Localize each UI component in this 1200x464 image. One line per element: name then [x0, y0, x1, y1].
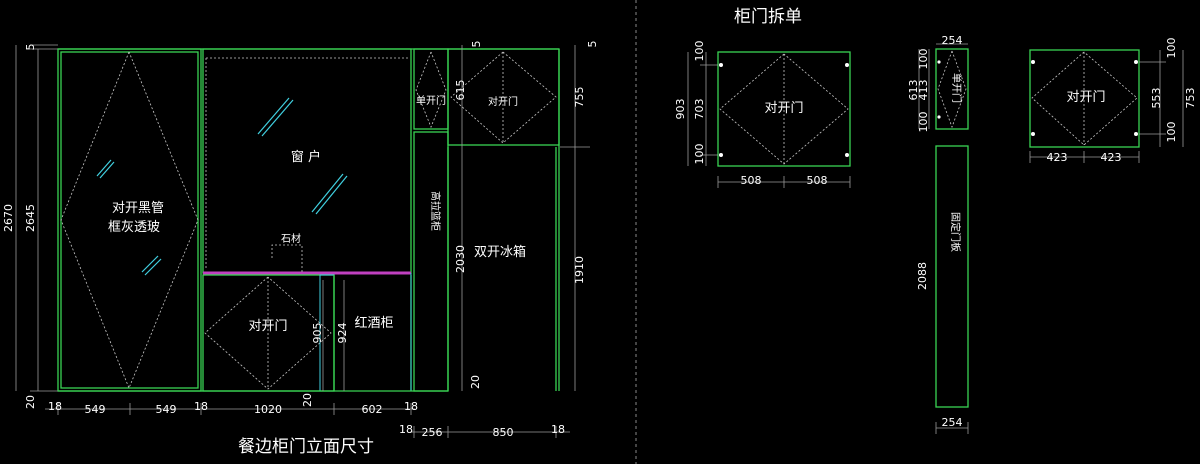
panel3-fixed-panel — [935, 145, 969, 408]
dim-top-gap-right: 5 — [586, 41, 599, 48]
panel4-label: 对开门 — [1066, 90, 1105, 105]
tall-pullout-label: 高拉篮柜 — [429, 191, 442, 231]
panel2-label: 单开门 — [950, 73, 963, 103]
glass-door-label-2: 框灰透玻 — [108, 220, 160, 235]
dim-top-gap-left: 5 — [24, 44, 37, 51]
lower-double-door-label: 对开门 — [248, 319, 287, 334]
dim-w-1020: 1020 — [254, 403, 282, 416]
stone-label: 石材 — [281, 232, 301, 245]
panel2-hinges — [937, 60, 941, 119]
panel3-h: 2088 — [916, 262, 929, 290]
upper-double-door-label: 对开门 — [488, 95, 518, 108]
panel2-h-top: 100 — [917, 49, 930, 70]
dim-w-18b: 18 — [194, 400, 208, 413]
dim-h-1910: 1910 — [573, 256, 586, 284]
panel3-w-bottom: 254 — [942, 416, 963, 429]
panel1-w-right: 508 — [807, 174, 828, 187]
panel1-hinges — [719, 63, 849, 157]
fridge-label: 双开冰箱 — [474, 244, 526, 260]
dim-w-549b: 549 — [156, 403, 177, 416]
panel4-dim-lines — [1029, 50, 1184, 163]
dim-w2-18b: 18 — [551, 423, 565, 436]
panel1-dim-lines — [687, 52, 851, 188]
dim-w-20: 20 — [301, 393, 314, 407]
panel2-w-top: 254 — [942, 34, 963, 47]
panel3-label: 固定门板 — [949, 212, 962, 252]
single-door — [413, 48, 449, 130]
glass-hatch — [96, 97, 348, 276]
breakdown-title: 柜门拆单 — [734, 7, 802, 27]
panel4-h-total: 753 — [1184, 88, 1197, 109]
panel1-door — [717, 51, 851, 167]
panel4-h-top: 100 — [1165, 38, 1178, 59]
panel1-w-left: 508 — [741, 174, 762, 187]
panel2-h-mid: 413 — [917, 80, 930, 101]
dim-left-total: 2670 — [2, 204, 15, 232]
elevation-drawing: 对开黑管 框灰透玻 窗 户 石材 对开门 红酒柜 单开门 对开门 高拉篮柜 双开… — [2, 41, 599, 458]
dim-w2-850: 850 — [493, 426, 514, 439]
dim-top-gap-mid: 5 — [470, 41, 483, 48]
panel2-h-total: 613 — [907, 80, 920, 101]
breakdown-drawing: 柜门拆单 对开门 903 703 100 100 508 508 — [674, 7, 1197, 434]
lower-door-opening-mark — [204, 276, 332, 390]
dim-h-924: 924 — [336, 323, 349, 344]
glass-door-opening-mark — [60, 51, 199, 390]
glass-door-label-1: 对开黑管 — [112, 201, 164, 216]
dim-w-18c: 18 — [404, 400, 418, 413]
panel4-w-left: 423 — [1047, 151, 1068, 164]
panel1-label: 对开门 — [764, 101, 803, 116]
panel2-dim-lines — [918, 43, 968, 129]
panel2-h-bottom: 100 — [917, 112, 930, 133]
window-label: 窗 户 — [291, 149, 321, 165]
single-door-mark — [415, 51, 447, 129]
panel4-h-bottom: 100 — [1165, 122, 1178, 143]
dim-w-549a: 549 — [85, 403, 106, 416]
dim-h-905: 905 — [311, 323, 324, 344]
panel4-h-mid: 553 — [1150, 88, 1163, 109]
panel4-hinges — [1031, 60, 1138, 136]
dim-h-755: 755 — [573, 87, 586, 108]
upper-door-mark — [450, 51, 557, 144]
stone-leader — [271, 244, 303, 273]
panel4-mark — [1031, 51, 1138, 146]
dim-w-602: 602 — [362, 403, 383, 416]
panel1-h-total: 903 — [674, 99, 687, 120]
single-door-label: 单开门 — [416, 94, 446, 107]
elevation-title: 餐边柜门立面尺寸 — [238, 437, 374, 457]
dim-left-inner: 2645 — [24, 204, 37, 232]
panel1-h-bottom: 100 — [693, 144, 706, 165]
dimension-lines — [15, 44, 590, 438]
panel2-mark — [937, 50, 967, 129]
panel3-dim-lines — [935, 422, 969, 434]
wine-cabinet-label: 红酒柜 — [354, 315, 393, 331]
dim-w-18a: 18 — [48, 400, 62, 413]
dim-bottom-gap-mid: 20 — [469, 375, 482, 389]
panel4-w-right: 423 — [1101, 151, 1122, 164]
dim-w2-256: 256 — [422, 426, 443, 439]
dim-bottom-gap-left: 20 — [24, 395, 37, 409]
dim-h-2030: 2030 — [454, 245, 467, 273]
panel1-h-mid: 703 — [693, 99, 706, 120]
tall-pullout-cabinet — [413, 131, 449, 392]
panel4-door — [1029, 49, 1140, 148]
dim-w2-18a: 18 — [399, 423, 413, 436]
panel1-h-top: 100 — [693, 41, 706, 62]
dim-h-615: 615 — [454, 80, 467, 101]
panel2-door — [935, 48, 969, 130]
